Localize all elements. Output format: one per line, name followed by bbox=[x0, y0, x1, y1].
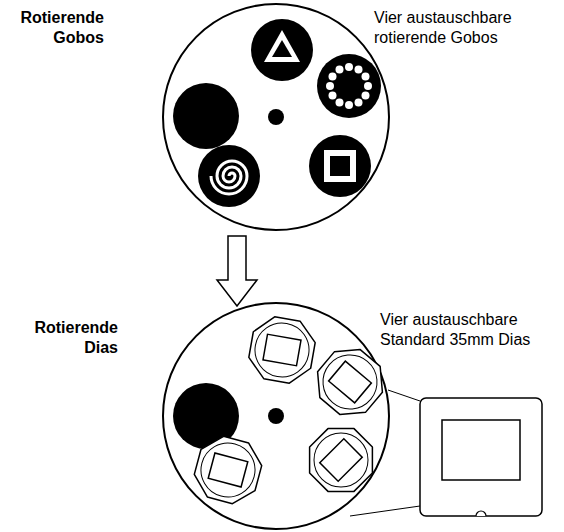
gobo-dot bbox=[336, 66, 344, 74]
spiral-gobo bbox=[198, 145, 260, 207]
slide-wheel bbox=[163, 303, 389, 529]
slide-frame bbox=[420, 398, 542, 516]
slide-holder bbox=[306, 338, 394, 426]
gobo-dot bbox=[355, 66, 363, 74]
section-title: Rotierende Dias bbox=[8, 318, 118, 358]
open-position bbox=[173, 83, 239, 149]
gobo-dot bbox=[345, 101, 353, 109]
wheel-hub bbox=[268, 408, 284, 424]
gobo-dot bbox=[326, 82, 334, 90]
dot-ring-gobo bbox=[317, 54, 381, 118]
gobo-dot bbox=[364, 82, 372, 90]
slide-holders bbox=[190, 314, 395, 509]
leader-line bbox=[350, 506, 420, 516]
triangle-gobo bbox=[251, 19, 313, 81]
leader-line bbox=[388, 390, 420, 401]
wheel-hub bbox=[268, 109, 284, 125]
section-title: Rotierende Gobos bbox=[8, 8, 104, 48]
gobo-dot bbox=[329, 73, 337, 81]
slide-holder bbox=[246, 314, 319, 387]
gobo-dot bbox=[362, 92, 370, 100]
gobo-dot bbox=[362, 73, 370, 81]
transition-arrow bbox=[217, 236, 257, 306]
description-label: Vier austauschbare rotierende Gobos bbox=[374, 8, 550, 48]
gobo-dot bbox=[329, 92, 337, 100]
square-gobo bbox=[309, 135, 371, 197]
slide-holder bbox=[297, 416, 386, 505]
slide-holder bbox=[190, 432, 267, 509]
gobo-dot bbox=[355, 99, 363, 107]
gobo-dot bbox=[336, 99, 344, 107]
gobo-dot bbox=[345, 63, 353, 71]
gobo-wheel bbox=[163, 4, 389, 230]
description-label: Vier austauschbare Standard 35mm Dias bbox=[380, 310, 556, 350]
